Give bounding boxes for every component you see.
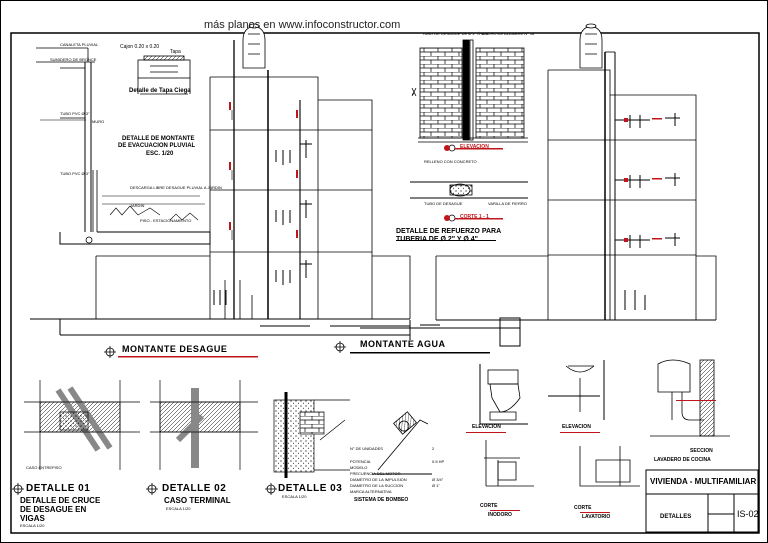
detalle-02-drawing: [150, 380, 258, 470]
pluvial-note-2: SUMIDERO DE BRONCE: [50, 57, 97, 62]
water-branches: [360, 113, 680, 347]
elevacion-refuerzo-title: ELEVACION: [460, 144, 489, 150]
detalle-01-drawing: [24, 380, 140, 470]
elevacion-wc-title: ELEVACION: [472, 424, 501, 430]
pluvial-note-7: JARDIN: [130, 203, 145, 208]
corte-wc-title: CORTE: [480, 503, 498, 509]
refuerzo-red-lines: [396, 148, 503, 241]
montante-agua-title: MONTANTE AGUA: [360, 339, 446, 349]
building-desague: [30, 40, 411, 336]
inner-border: [10, 32, 760, 534]
pluvial-note-8: PISO - ESTACIONAMIENTO: [140, 218, 192, 223]
lavatorio-drawing: [548, 360, 640, 487]
sheet-code: IS-02: [737, 509, 759, 519]
pluvial-note-1: CANALETA PLUVIAL: [60, 42, 99, 47]
lavadero-drawing: [650, 359, 730, 437]
detalle-02-scale: ESCALA 1/20: [166, 506, 191, 511]
inodoro-title: INODORO: [488, 512, 512, 518]
refuerzo-note-2: ANCHO DE ALAMBRE N° 16: [482, 31, 535, 36]
water-red-marks: [624, 118, 662, 242]
montante-pluvial-title-1: DETALLE DE MONTANTE: [122, 136, 195, 142]
detalle-02-title: CASO TERMINAL: [164, 496, 231, 505]
pump-value-6: Ø 1": [432, 483, 440, 488]
pump-spec-4: FRECUENCIA DEL MOTOR: [350, 471, 401, 476]
montante-pluvial-scale: ESC. 1/20: [146, 151, 174, 157]
detalle-01-title-3: VIGAS: [20, 514, 45, 523]
water-tank-left: [242, 23, 266, 69]
pluvial-note-4: MURO: [92, 119, 105, 124]
detail-markers: [12, 483, 277, 495]
elevacion-lav-title: ELEVACION: [562, 424, 591, 430]
refuerzo-detail: [410, 39, 528, 222]
detalle-03-code: DETALLE 03: [278, 483, 343, 494]
montante-desague-title: MONTANTE DESAGUE: [122, 344, 228, 354]
refuerzo-note-1: TUBO DE DESAGUE DE Ø 2" Ó Ø 4": [422, 31, 490, 36]
pipe-labels-left: [229, 102, 298, 238]
detalle-01-scale: ESCALA 1/20: [20, 523, 45, 528]
pump-value-1: 2: [432, 446, 435, 451]
water-tank-right: [579, 23, 603, 69]
corte-11-title: CORTE 1 - 1: [460, 214, 489, 220]
lavatorio-title: LAVATORIO: [582, 514, 611, 520]
pluvial-detail: [36, 47, 211, 245]
refuerzo-note-5: VARILLA DE FIERRO: [488, 201, 527, 206]
site-url-header: más planos en www.infoconstructor.com: [204, 19, 401, 31]
corte-lav-title: CORTE: [574, 505, 592, 511]
tapa-cajon-note: Cajon 0.20 x 0.20: [120, 44, 160, 50]
pluvial-note-5: TUBO PVC Ø 3": [60, 171, 90, 176]
pump-value-5: Ø 3/4": [432, 477, 444, 482]
pluvial-note-6: DESCARGA LIBRE DESAGUE PLUVIAL A JARDIN: [130, 185, 222, 190]
tapa-note: Tapa: [170, 49, 181, 55]
caso-entrepiso-label: CASO ENTREPISO: [26, 465, 62, 470]
project-name: VIVIENDA - MULTIFAMILIAR: [650, 477, 757, 486]
bombeo-drawing: [372, 411, 432, 475]
pump-spec-5: DIAMETRO DE LA IMPULSION: [350, 477, 407, 482]
detalle-03-scale: ESCALA 1/20: [282, 494, 307, 499]
seccion-title: SECCION: [690, 448, 713, 454]
sheet-title: DETALLES: [660, 514, 692, 520]
pump-spec-7: MARCA ALTERNATIVA: [350, 489, 392, 494]
lavadero-title: LAVADERO DE COCINA: [654, 457, 711, 463]
detalle-01-code: DETALLE 01: [26, 483, 91, 494]
title-block-frame: [645, 469, 759, 533]
inodoro-drawing: [479, 364, 534, 487]
pump-spec-1: N° DE UNIDADES: [350, 446, 383, 451]
refuerzo-title-1: DETALLE DE REFUERZO PARA: [396, 228, 502, 235]
detalle-03-drawing: [273, 392, 350, 478]
detalle-02-code: DETALLE 02: [162, 483, 227, 494]
pump-spec-2: POTENCIA: [350, 459, 371, 464]
refuerzo-note-4: TUBO DE DESAGUE: [424, 201, 463, 206]
tapa-ciega-detail: [137, 55, 191, 95]
bombeo-title: SISTEMA DE BOMBEO: [354, 497, 409, 503]
pump-spec-3: MODELO: [350, 465, 368, 470]
detalle-01-title-1: DETALLE DE CRUCE: [20, 496, 101, 505]
tapa-ciega-title: Detalle de Tapa Ciega: [129, 88, 191, 94]
pump-spec-6: DIAMETRO DE LA SUCCION: [350, 483, 404, 488]
pump-value-2: 0.5 HP: [432, 459, 445, 464]
refuerzo-note-3: RELLENO CON CONCRETO: [424, 159, 477, 164]
building-agua: [435, 51, 717, 321]
title-bars: [104, 145, 490, 358]
detalle-01-title-2: DE DESAGUE EN: [20, 505, 87, 514]
red-underlines: [466, 400, 716, 513]
pluvial-note-3: TUBO PVC Ø 3": [60, 111, 90, 116]
refuerzo-title-2: TUBERIA DE Ø 2" Y Ø 4": [396, 236, 478, 243]
montante-pluvial-title-2: DE EVACUACION PLUVIAL: [118, 143, 196, 149]
fixture-stubs-left: [213, 110, 312, 305]
